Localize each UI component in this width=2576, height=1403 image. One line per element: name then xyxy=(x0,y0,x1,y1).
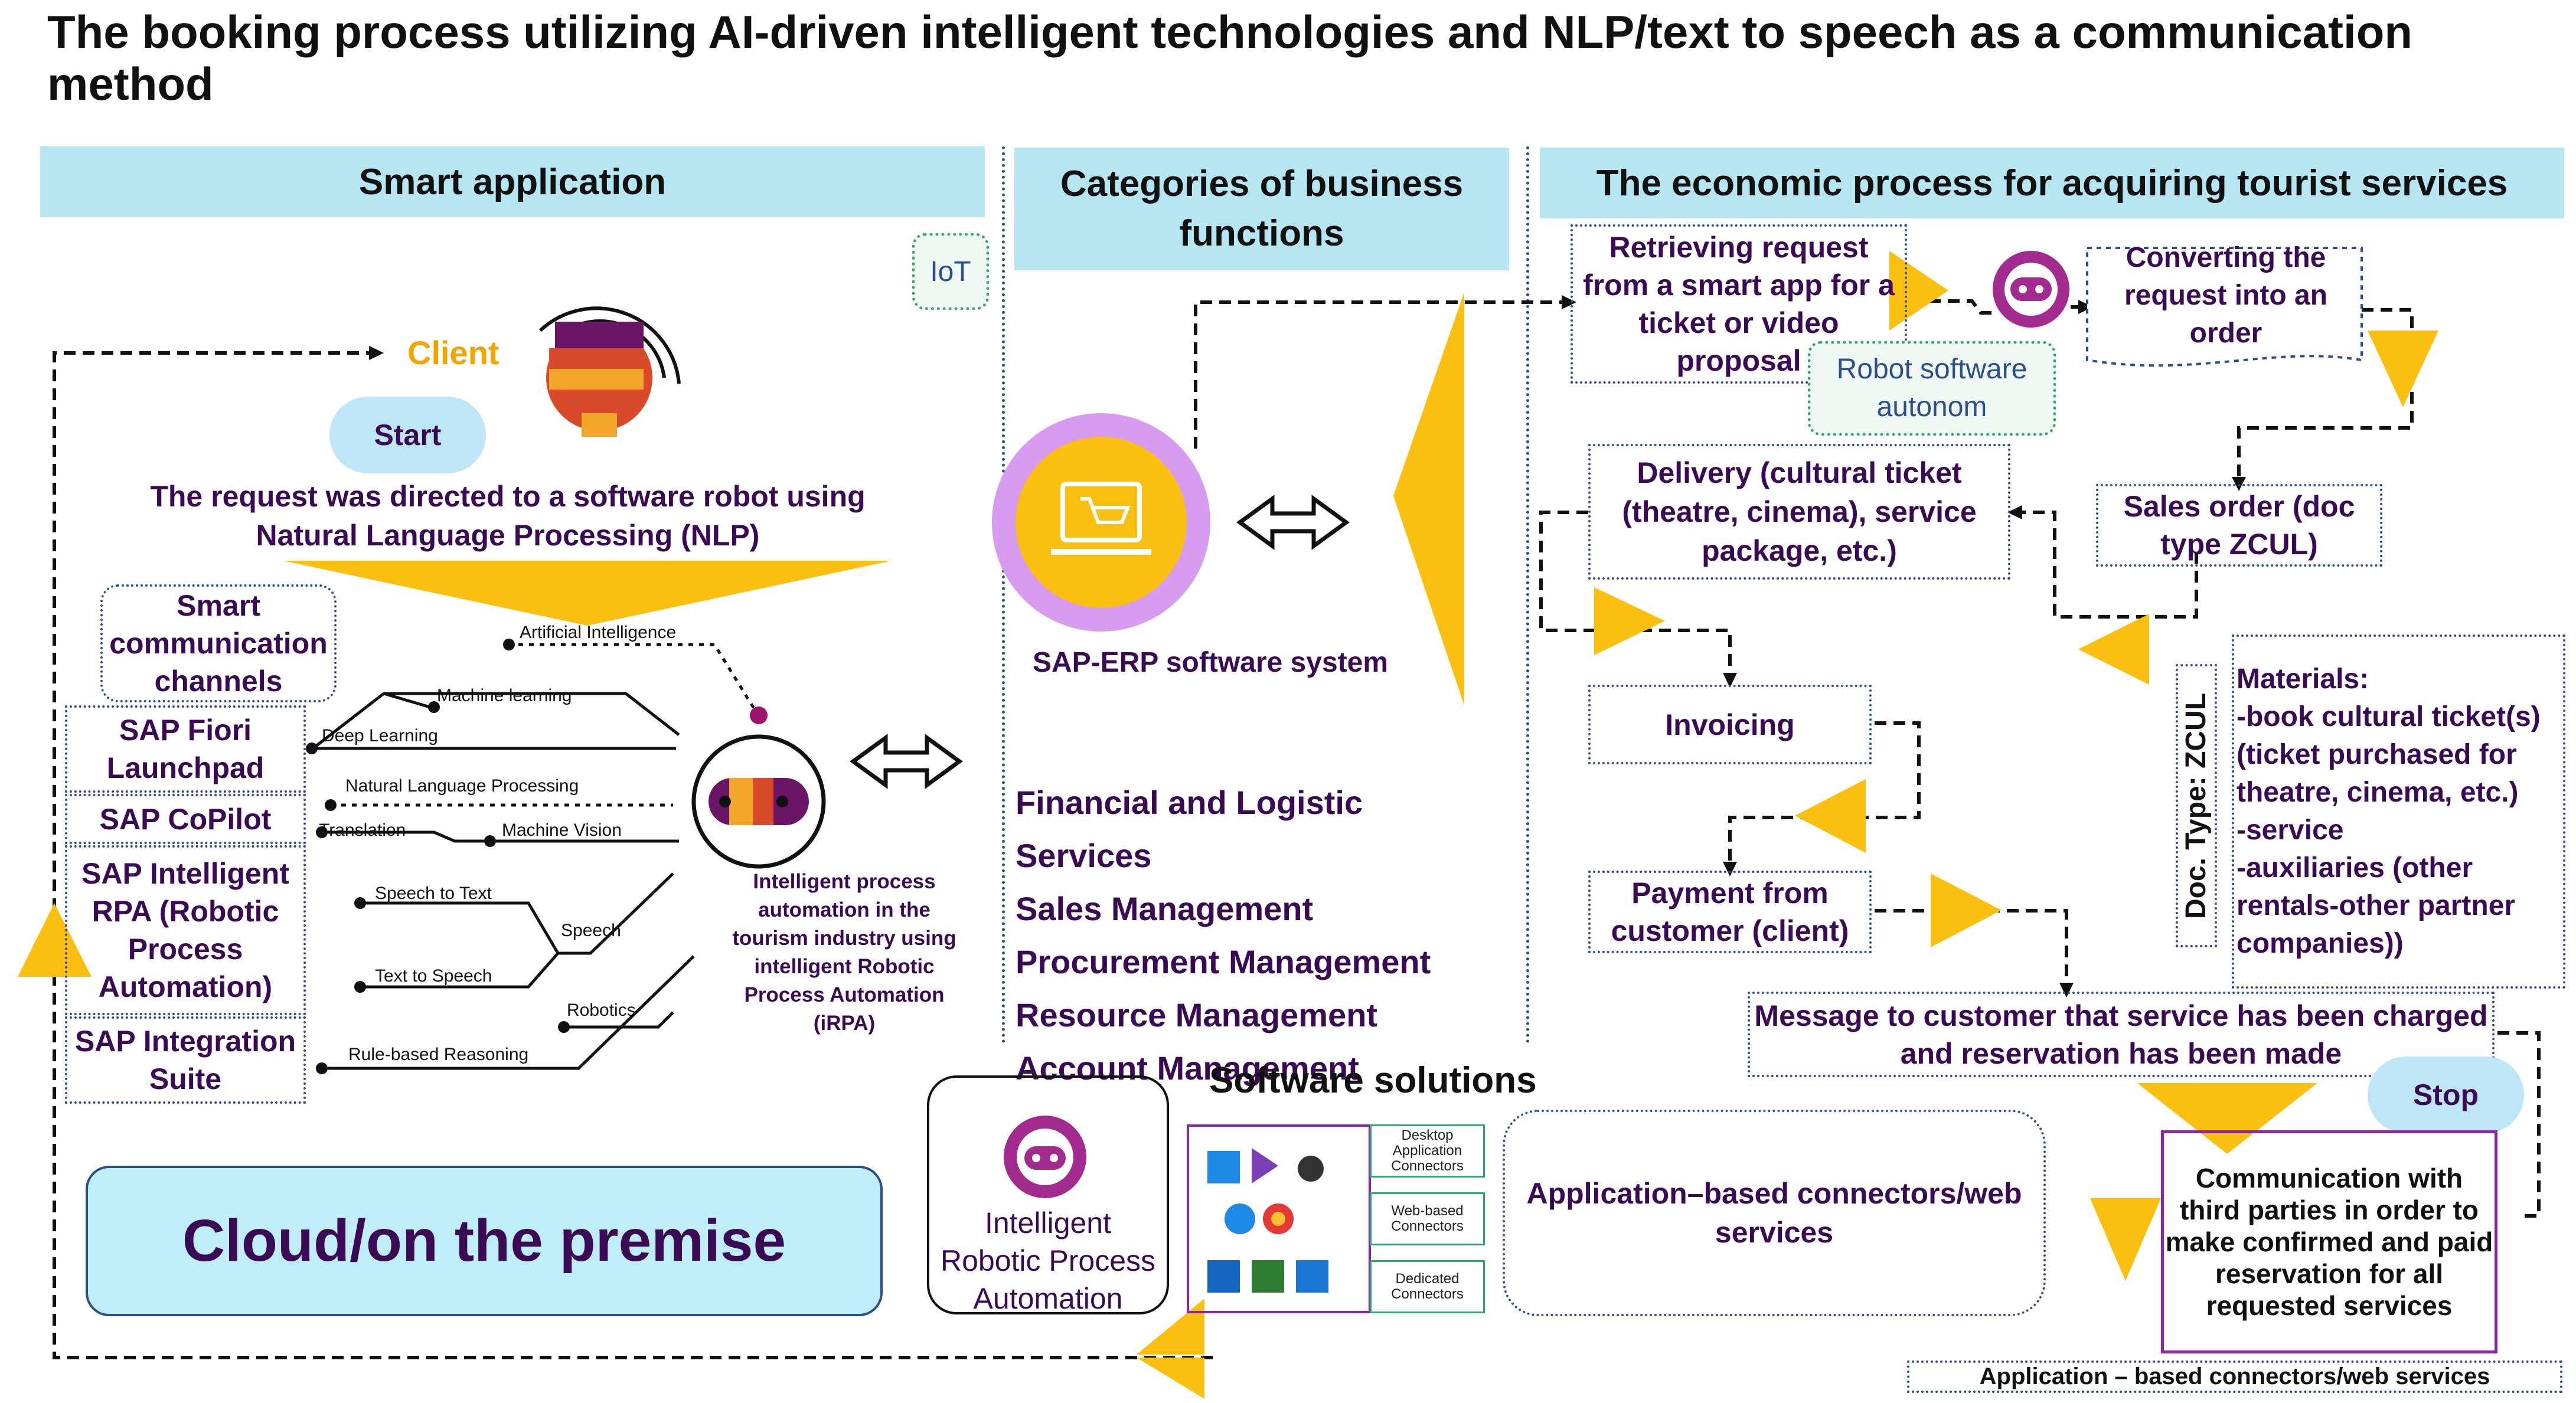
iot-badge: IoT xyxy=(912,233,989,310)
page-title: The booking process utilizing AI-driven … xyxy=(47,6,2412,110)
tree-ai: Artificial Intelligence xyxy=(520,623,677,642)
erp-label: SAP-ERP software system xyxy=(1032,647,1388,678)
function-item: Sales Management xyxy=(1016,890,1314,927)
function-item: Procurement Management xyxy=(1016,943,1431,980)
dedicated-connectors: Dedicated Connectors xyxy=(1370,1260,1485,1313)
communication-box: Communication with third parties in orde… xyxy=(2161,1130,2497,1353)
materials-title: Materials: xyxy=(2237,663,2369,695)
channel-integration-suite: SAP Integration Suite xyxy=(65,1016,306,1104)
tree-speech: Speech xyxy=(561,921,621,940)
tree-translation: Translation xyxy=(319,820,406,840)
separator-right xyxy=(1526,146,1529,1044)
channel-irpa: SAP Intelligent RPA (Robotic Process Aut… xyxy=(65,845,306,1015)
bottom-connectors-label: Application – based connectors/web servi… xyxy=(1907,1361,2562,1393)
desktop-connectors: Desktop Application Connectors xyxy=(1370,1124,1485,1178)
categories-header: Categories of business functions xyxy=(1014,148,1509,270)
function-item: Account Management xyxy=(1016,1049,1359,1087)
client-head-icon xyxy=(538,306,681,437)
functions-list: Financial and Logistic Services Sales Ma… xyxy=(1016,776,1506,1095)
cloud-box: Cloud/on the premise xyxy=(86,1166,883,1316)
request-text: The request was directed to a software r… xyxy=(150,480,866,552)
delivery-box: Delivery (cultural ticket (theatre, cine… xyxy=(1588,444,2010,580)
app-connectors-box: Application–based connectors/web service… xyxy=(1503,1110,2046,1316)
irpa-card xyxy=(927,1075,1169,1314)
stop-oval: Stop xyxy=(2368,1057,2524,1133)
retrieving-request-box: Retrieving request from a smart app for … xyxy=(1571,224,1907,384)
web-connectors: Web-based Connectors xyxy=(1370,1192,1485,1245)
tree-robotics: Robotics xyxy=(567,1000,636,1020)
smart-channels-title: Smart communication channels xyxy=(100,584,337,702)
tree-ml: Machine learning xyxy=(437,686,572,705)
materials-box: Materials: -book cultural ticket(s) (tic… xyxy=(2232,635,2565,989)
sales-order-box: Sales order (doc type ZCUL) xyxy=(2096,484,2382,567)
channel-copilot: SAP CoPilot xyxy=(65,794,306,844)
payment-box: Payment from customer (client) xyxy=(1588,871,1872,953)
message-box: Message to customer that service has bee… xyxy=(1748,992,2495,1077)
irpa-caption: Intelligent process automation in the to… xyxy=(732,870,956,1035)
apps-box xyxy=(1187,1124,1371,1313)
function-item: Resource Management xyxy=(1016,996,1378,1034)
tree-dl: Deep Learning xyxy=(322,726,438,745)
tree-rbr: Rule-based Reasoning xyxy=(348,1045,529,1064)
converting-text: Converting the request into an order xyxy=(2124,242,2328,349)
office-icons xyxy=(1207,1148,1328,1293)
materials-item: -auxiliaries (other rentals-other partne… xyxy=(2237,852,2516,959)
software-solutions-title: Software solutions xyxy=(1209,1060,1537,1101)
tree-nlp: Natural Language Processing xyxy=(345,776,579,796)
smart-application-header: Smart application xyxy=(40,146,985,217)
separator-left xyxy=(1002,146,1005,1044)
robot-software-box: Robot software autonom xyxy=(1808,341,2056,436)
materials-item: -service xyxy=(2237,815,2344,846)
start-oval: Start xyxy=(329,397,486,473)
client-label: Client xyxy=(407,334,499,371)
tree-stt: Speech to Text xyxy=(375,884,492,903)
materials-item: -book cultural ticket(s) (ticket purchas… xyxy=(2237,701,2541,808)
invoicing-box: Invoicing xyxy=(1588,685,1872,764)
doc-type-label: Doc. Type: ZCUL xyxy=(2180,692,2212,919)
doc-type-box: Doc. Type: ZCUL xyxy=(2176,664,2217,947)
function-item: Financial and Logistic Services xyxy=(1016,784,1363,874)
channel-fiori: SAP Fiori Launchpad xyxy=(65,705,306,793)
economic-process-header: The economic process for acquiring touri… xyxy=(1540,148,2564,218)
tree-mv: Machine Vision xyxy=(502,820,622,840)
tree-tts: Text to Speech xyxy=(375,966,492,986)
irpa-card-label: Intelligent Robotic Process Automation xyxy=(940,1206,1156,1315)
